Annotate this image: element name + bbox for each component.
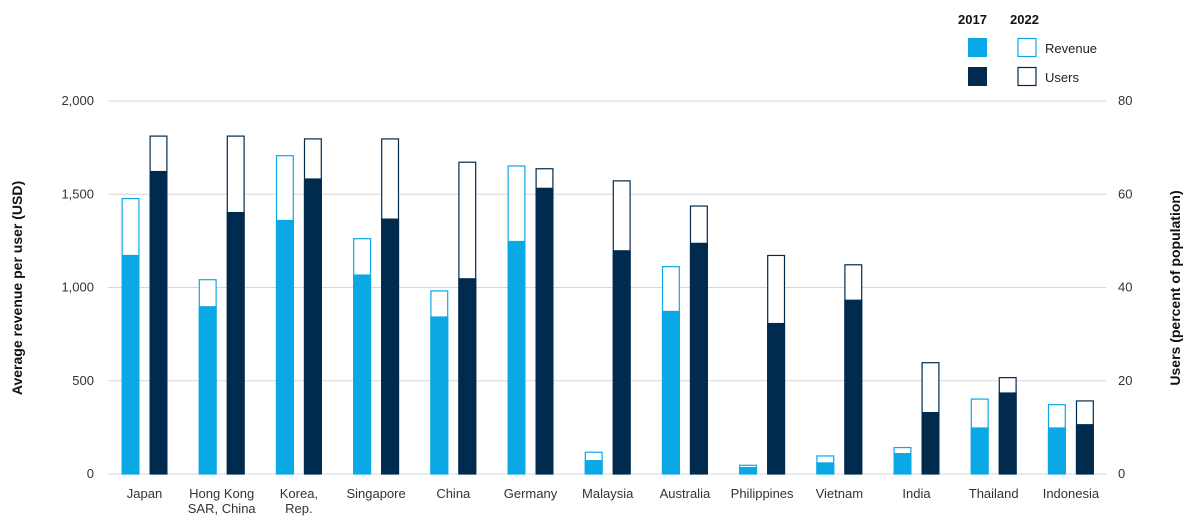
bar-users-2022 — [149, 170, 168, 474]
y-tick-label-left: 1,000 — [61, 280, 94, 295]
bar-users-2017 — [739, 467, 758, 474]
category-label: China — [436, 486, 471, 501]
bar-users-2022 — [535, 187, 554, 474]
y-tick-label-left: 0 — [87, 466, 94, 481]
bar-users-2022 — [844, 299, 863, 474]
legend-swatch-revenue-2022 — [1017, 37, 1037, 58]
y-axis-title-right: Users (percent of population) — [1167, 190, 1183, 385]
legend-swatch-users-2017 — [968, 67, 987, 86]
y-tick-label-left: 2,000 — [61, 93, 94, 108]
legend-label-users: Users — [1045, 70, 1079, 85]
bar-users-2022 — [458, 278, 477, 474]
bar-users-2017 — [121, 254, 140, 474]
category-label: Philippines — [731, 486, 794, 501]
category-label: India — [902, 486, 931, 501]
category-label: Malaysia — [582, 486, 634, 501]
legend-year-2017: 2017 — [958, 12, 987, 27]
y-tick-label-right: 0 — [1118, 466, 1125, 481]
y-tick-label-right: 40 — [1118, 280, 1132, 295]
legend-swatch-revenue-2017 — [968, 38, 987, 57]
bar-users-2017 — [507, 240, 526, 474]
category-label: Japan — [127, 486, 162, 501]
bar-users-2022 — [689, 242, 708, 474]
y-tick-label-right: 60 — [1118, 186, 1132, 201]
bar-users-2017 — [275, 219, 294, 474]
legend: 2017 2022 Revenue Users — [958, 12, 1097, 87]
category-label: Indonesia — [1043, 486, 1100, 501]
bar-users-2022 — [767, 322, 786, 474]
y-tick-label-right: 80 — [1118, 93, 1132, 108]
bar-users-2017 — [584, 460, 603, 474]
bar-users-2022 — [921, 411, 940, 474]
y-tick-label-left: 500 — [72, 373, 94, 388]
bar-users-2017 — [430, 316, 449, 474]
bar-users-2022 — [303, 178, 322, 474]
bar-users-2022 — [612, 250, 631, 474]
bar-users-2022 — [998, 392, 1017, 474]
bar-users-2017 — [353, 274, 372, 474]
bar-users-2017 — [893, 453, 912, 474]
category-label: Korea,Rep. — [280, 486, 318, 516]
tick-labels: 0 500 1,000 1,500 2,000 0 20 40 60 80 — [61, 93, 1132, 481]
bar-users-2022 — [381, 218, 400, 474]
y-tick-label-right: 20 — [1118, 373, 1132, 388]
bar-users-2017 — [816, 462, 835, 474]
bar-users-2017 — [661, 310, 680, 474]
category-label: Singapore — [346, 486, 405, 501]
legend-label-revenue: Revenue — [1045, 41, 1097, 56]
gridlines — [108, 100, 1106, 475]
bar-users-2017 — [970, 427, 989, 474]
y-tick-label-left: 1,500 — [61, 186, 94, 201]
category-label: Germany — [504, 486, 558, 501]
y-axis-title-left: Average revenue per user (USD) — [9, 181, 25, 395]
legend-year-2022: 2022 — [1010, 12, 1039, 27]
category-label: Thailand — [969, 486, 1019, 501]
bars — [121, 135, 1094, 475]
category-label: Australia — [660, 486, 711, 501]
bar-users-2022 — [1075, 424, 1094, 474]
bar-users-2017 — [1047, 427, 1066, 474]
bar-users-2022 — [226, 211, 245, 474]
bar-users-2017 — [198, 306, 217, 474]
legend-swatch-users-2022 — [1017, 66, 1037, 87]
category-label: Vietnam — [816, 486, 863, 501]
